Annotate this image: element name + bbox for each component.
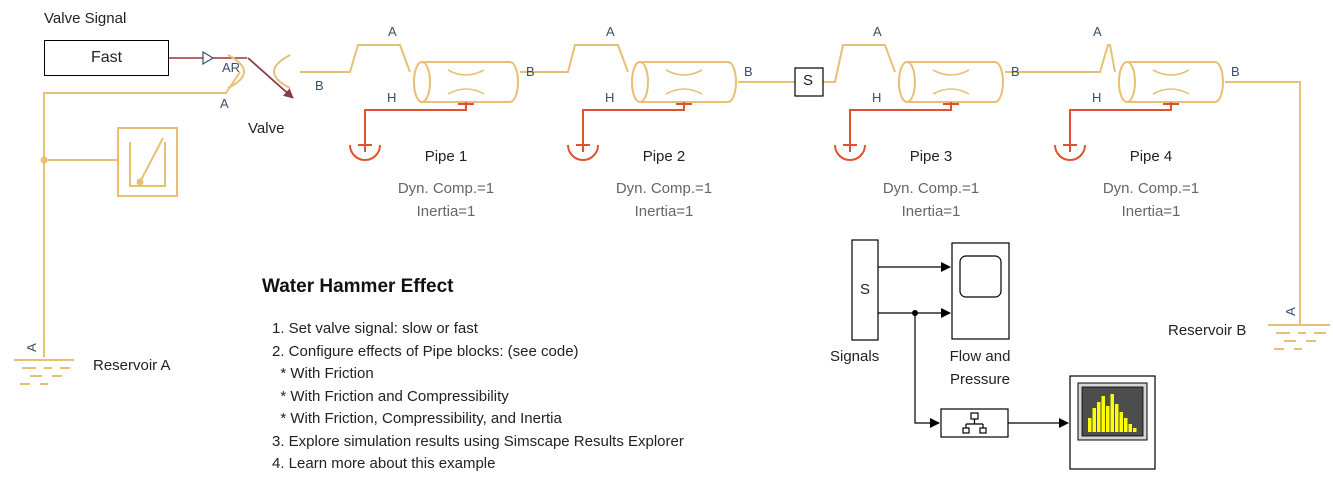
pipe-label: Pipe 1 [424, 148, 468, 165]
valve-signal-value: Fast [90, 49, 123, 66]
explorer-bar [1124, 418, 1128, 432]
sensor-label: S [803, 72, 814, 89]
pipe-inertia: Inertia=1 [1121, 203, 1181, 220]
pipe-label: Pipe 2 [642, 148, 686, 165]
pipe-port-h: H [387, 90, 397, 105]
pipe-3-heat-port[interactable] [834, 102, 959, 161]
signals-block-text: S [860, 281, 871, 298]
pipe-port-b: B [1011, 64, 1020, 79]
scope-label-line1: Flow and [949, 348, 1011, 365]
valve-signal-title: Valve Signal [44, 10, 127, 27]
pipe-port-a: A [873, 24, 882, 39]
valve-port-a: A [220, 96, 229, 111]
description-step: 2. Configure effects of Pipe blocks: (se… [272, 342, 579, 360]
sensor-block[interactable] [794, 67, 824, 97]
explorer-bar [1092, 408, 1096, 432]
converter-block[interactable] [940, 408, 1009, 438]
pipe-1-block[interactable] [413, 61, 519, 103]
explorer-histogram-icon [1088, 394, 1137, 432]
pipe-2-heat-port[interactable] [567, 102, 692, 161]
description-step: 1. Set valve signal: slow or fast [272, 320, 478, 337]
description-step: * With Friction, Compressibility, and In… [272, 410, 562, 427]
line-pipe1-to-pipe2[interactable] [520, 44, 629, 73]
explorer-bar [1119, 412, 1123, 432]
pipe-2-block[interactable] [631, 61, 737, 103]
reservoir-b-icon[interactable] [1268, 324, 1330, 350]
signals-label: Signals [830, 348, 880, 365]
reservoir-b-port: A [1282, 307, 1298, 316]
explorer-bar [1115, 404, 1119, 432]
pipe-dyn-comp: Dyn. Comp.=1 [615, 180, 713, 197]
pipe-dyn-comp: Dyn. Comp.=1 [1102, 180, 1200, 197]
valve-port-b: B [315, 78, 324, 93]
pipe-port-b: B [526, 64, 535, 79]
results-explorer-block[interactable] [1069, 375, 1156, 470]
thermal-liquid-settings-icon[interactable] [117, 127, 178, 197]
valve-port-ar: AR [222, 60, 241, 75]
valve-input-port-icon [202, 50, 215, 66]
pipe-4-heat-port[interactable] [1054, 102, 1179, 161]
explorer-bar [1101, 396, 1105, 432]
valve-arrow-icon [247, 57, 294, 99]
pipe-port-b: B [744, 64, 753, 79]
pipe-port-b: B [1231, 64, 1240, 79]
junction-dot [40, 156, 48, 164]
converter-network-icon [962, 412, 987, 434]
pipe-port-h: H [872, 90, 882, 105]
hydraulic-network [43, 44, 1301, 357]
reservoir-a-icon[interactable] [14, 359, 74, 385]
pipe-inertia: Inertia=1 [416, 203, 476, 220]
pipe-4-block[interactable] [1118, 61, 1224, 103]
description-step: * With Friction and Compressibility [272, 387, 509, 405]
scope-screen-icon [959, 255, 1002, 298]
description-step[interactable]: 3. Explore simulation results using Sims… [272, 432, 684, 450]
explorer-bar [1110, 394, 1114, 432]
pipe-1-heat-port[interactable] [349, 102, 474, 161]
description-step: * With Friction [272, 365, 374, 382]
signal-branch-dot [912, 310, 918, 316]
pipe-dyn-comp: Dyn. Comp.=1 [397, 180, 495, 197]
pipe-inertia: Inertia=1 [901, 203, 961, 220]
pipe-port-a: A [606, 24, 615, 39]
scope-block[interactable] [951, 242, 1010, 340]
pipe-port-a: A [388, 24, 397, 39]
valve-block[interactable] [227, 54, 294, 99]
pipe-port-a: A [1093, 24, 1102, 39]
valve-label: Valve [248, 120, 285, 137]
line-reservoir-a-to-valve[interactable] [43, 71, 241, 357]
scope-label-line2: Pressure [949, 371, 1011, 388]
reservoir-a-port: A [23, 343, 39, 352]
line-sensor-to-pipe3[interactable] [823, 44, 896, 83]
description-title: Water Hammer Effect [262, 276, 454, 297]
explorer-bar [1133, 428, 1137, 432]
explorer-bar [1097, 402, 1101, 432]
pipe-port-h: H [605, 90, 615, 105]
valve-signal-block[interactable]: Fast [44, 40, 169, 76]
signals-block[interactable] [851, 239, 879, 341]
reservoir-b-label: Reservoir B [1168, 322, 1247, 339]
pipe-3-block[interactable] [898, 61, 1004, 103]
reservoir-a-label: Reservoir A [93, 357, 171, 374]
explorer-bar [1106, 406, 1110, 432]
explorer-bar [1128, 424, 1132, 432]
line-pipe3-to-pipe4[interactable] [1005, 44, 1116, 73]
pipe-dyn-comp: Dyn. Comp.=1 [882, 180, 980, 197]
pipe-port-h: H [1092, 90, 1102, 105]
pipe-inertia: Inertia=1 [634, 203, 694, 220]
explorer-bar [1088, 418, 1092, 432]
pipe-label: Pipe 3 [909, 148, 953, 165]
pipe-label: Pipe 4 [1129, 148, 1173, 165]
line-signals-to-converter[interactable] [914, 313, 940, 428]
line-pipe4-to-reservoir-b[interactable] [1225, 81, 1301, 325]
description-steps: 1. Set valve signal: slow or fast 2. Conf… [272, 318, 684, 476]
description-step[interactable]: 4. Learn more about this example [272, 455, 496, 472]
line-valve-to-pipe1[interactable] [300, 44, 411, 73]
